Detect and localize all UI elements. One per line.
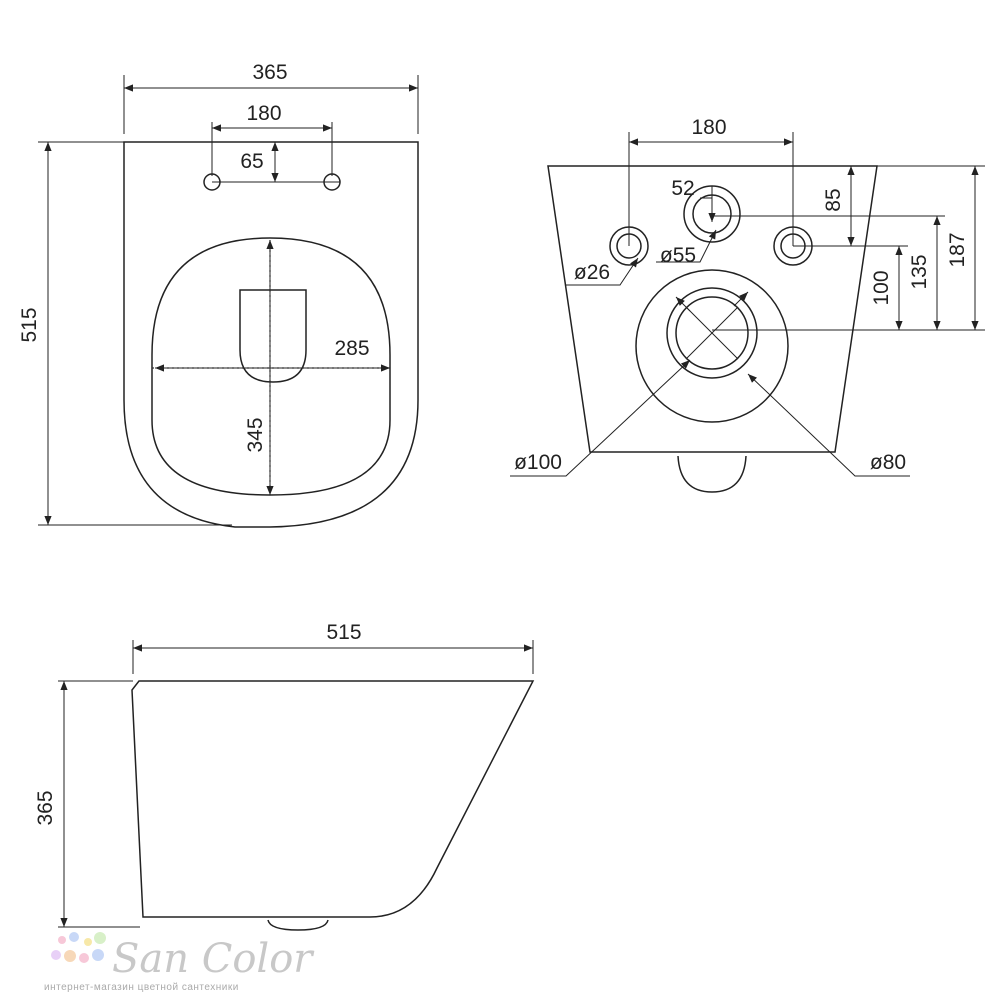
sancolor-logo: San Color интернет-магазин цветной санте… [44, 932, 315, 993]
dim-width: 365 [252, 61, 287, 84]
rear-foot [677, 455, 747, 493]
top-view-outline [123, 141, 419, 528]
bowl-outline [151, 237, 391, 496]
outlet-mid [666, 287, 758, 379]
dim-side-height: 365 [34, 790, 57, 825]
dim-outlet-outer: ø100 [514, 451, 562, 474]
logo-dot [69, 932, 79, 942]
logo-dot [58, 936, 66, 944]
dim-85: 85 [822, 188, 845, 211]
dim-52: 52 [671, 177, 694, 200]
side-outlet [267, 919, 329, 931]
logo-dot [79, 953, 89, 963]
logo-dot [64, 950, 76, 962]
outlet-outer [635, 269, 789, 423]
dim-holes-spacing: 180 [246, 102, 281, 125]
dim-rear-holes-spacing: 180 [691, 116, 726, 139]
logo-name: San Color [112, 936, 315, 982]
logo-dot [92, 949, 104, 961]
outlet-inner [675, 296, 749, 370]
dim-135: 135 [908, 254, 931, 289]
rear-view: 180 52 ø55 ø26 85 100 135 187 ø100 ø80 [510, 116, 985, 493]
dim-length: 515 [18, 307, 41, 342]
dim-100: 100 [870, 270, 893, 305]
dim-bowl-width: 285 [334, 337, 369, 360]
side-view-outline [131, 680, 535, 918]
side-view: 515 365 [34, 621, 535, 931]
dim-holes-depth: 65 [240, 150, 263, 173]
dim-bowl-length: 345 [244, 417, 267, 452]
dim-side-length: 515 [326, 621, 361, 644]
logo-dot [84, 938, 92, 946]
dim-inlet-diameter: ø55 [660, 244, 696, 267]
dim-hole-diameter: ø26 [574, 261, 610, 284]
dim-187: 187 [946, 232, 969, 267]
dim-outlet-inner: ø80 [870, 451, 906, 474]
logo-dot [94, 932, 106, 944]
logo-dot [51, 950, 61, 960]
logo-dots [51, 932, 106, 963]
rear-view-outline [547, 165, 878, 453]
logo-tagline: интернет-магазин цветной сантехники [44, 982, 239, 993]
top-view: 365 180 65 515 285 345 [18, 61, 419, 528]
